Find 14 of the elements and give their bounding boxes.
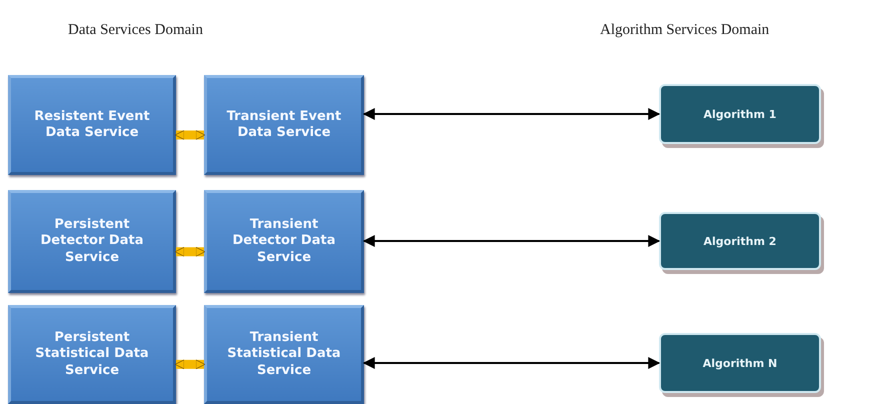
double-block-arrow — [174, 360, 206, 370]
double-block-arrow — [174, 247, 206, 257]
column-heading: Algorithm Services Domain — [600, 22, 770, 39]
data-service-box: Transient Event Data Service — [204, 75, 364, 175]
column-heading: Data Services Domain — [68, 22, 203, 39]
double-arrow — [362, 357, 660, 369]
double-block-arrow — [174, 130, 206, 140]
data-service-box: Transient Detector Data Service — [204, 190, 364, 293]
data-service-box: Resistent Event Data Service — [8, 75, 176, 175]
double-arrow — [362, 108, 660, 120]
data-service-box: Persistent Detector Data Service — [8, 190, 176, 293]
data-service-box: Transient Statistical Data Service — [204, 305, 364, 404]
double-arrow — [362, 235, 660, 247]
data-service-box: Persistent Statistical Data Service — [8, 305, 176, 404]
